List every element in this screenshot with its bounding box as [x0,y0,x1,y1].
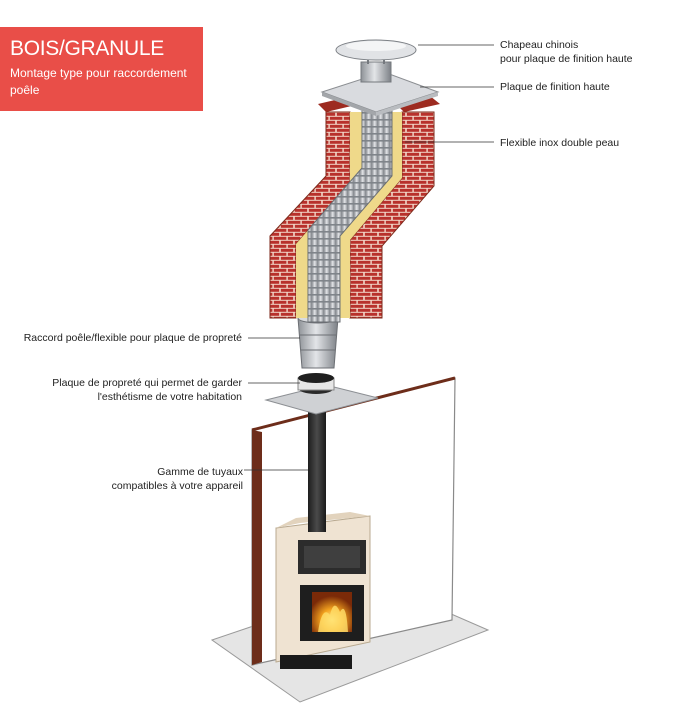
label-chinese-hat-line2: pour plaque de finition haute [500,53,633,65]
flexible-liner [307,99,393,323]
title-banner: BOIS/GRANULE Montage type pour raccordem… [0,27,203,111]
top-finishing-plate [320,71,440,116]
label-chinese-hat-line1: Chapeau chinois [500,39,579,51]
leader-lines [244,44,494,471]
label-cleanliness-plate: Plaque de propreté qui permet de garder … [52,376,242,404]
stove [275,512,371,669]
label-pipe-range: Gamme de tuyaux compatibles à votre appa… [112,465,243,493]
label-top-plate: Plaque de finition haute [500,81,610,93]
label-adapter: Raccord poêle/flexible pour plaque de pr… [23,332,242,344]
page-title: BOIS/GRANULE [10,37,164,60]
label-pipe-range-line2: compatibles à votre appareil [111,480,243,492]
label-chinese-hat: Chapeau chinois pour plaque de finition … [500,38,633,66]
label-cleanliness-plate-line1: Plaque de propreté qui permet de garder [52,377,242,389]
label-cleanliness-plate-line2: l'esthétisme de votre habitation [97,391,242,403]
page-subtitle: Montage type pour raccordement poêle [10,66,187,97]
label-pipe-range-line1: Gamme de tuyaux [157,466,243,478]
label-flexible: Flexible inox double peau [500,137,620,149]
stove-pipe [308,398,326,532]
chinese-hat-cap [335,39,417,83]
